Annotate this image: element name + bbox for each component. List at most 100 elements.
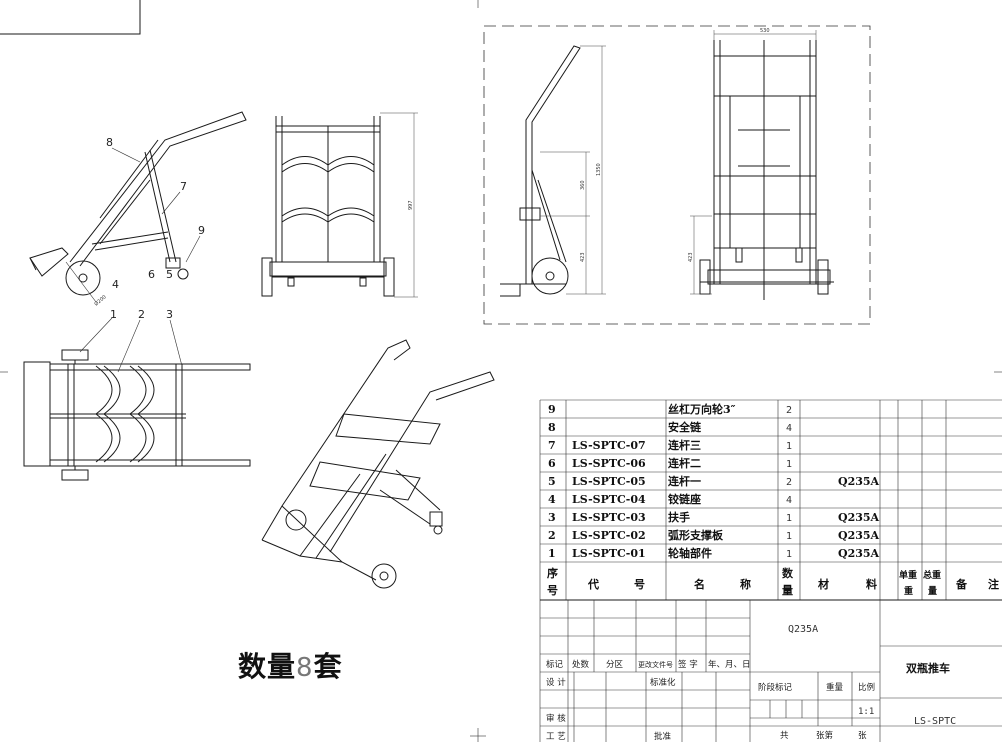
callout-6: 6 (148, 268, 155, 281)
quantity-suffix: 套 (313, 650, 343, 683)
tb-stage-mark: 阶段标记 (758, 682, 793, 693)
bom-cell-name: 轮轴部件 (668, 546, 712, 560)
quantity-count: 8 (296, 653, 314, 683)
bom-cell-code: LS-SPTC-03 (572, 511, 646, 524)
bom-cell-qty: 1 (786, 441, 792, 452)
bom-cell-name: 丝杠万向轮3″ (668, 402, 736, 416)
quantity-note: 数量8套 (238, 645, 343, 685)
bom-cell-qty: 1 (786, 459, 792, 470)
big-width-dim: 530 (760, 28, 770, 34)
tb-scale-label: 比例 (858, 682, 875, 693)
header-unit-weight-2: 重 (904, 585, 913, 597)
bom-cell-code: LS-SPTC-01 (572, 547, 646, 560)
large-view-frame: 1350 360 423 530 423 (483, 25, 871, 325)
callout-9: 9 (198, 224, 205, 237)
callout-3: 3 (166, 308, 173, 321)
tb-review: 审 核 (546, 713, 566, 724)
tb-zone: 分区 (606, 660, 624, 670)
bom-cell-name: 连杆二 (668, 456, 701, 470)
bom-cell-qty: 2 (786, 477, 792, 488)
bom-cell-no: 6 (548, 457, 556, 470)
big-mid-dim: 360 (580, 180, 586, 190)
tb-process: 工 艺 (546, 732, 566, 742)
big-low-dim: 423 (580, 252, 586, 262)
bom-cell-no: 9 (548, 403, 556, 416)
tb-standardize: 标准化 (650, 677, 676, 688)
header-no-2: 号 (547, 584, 558, 597)
bom-cell-code: LS-SPTC-04 (572, 493, 646, 506)
header-qty-1: 数 (782, 566, 794, 580)
tb-mark: 标记 (546, 659, 564, 670)
callout-4: 4 (112, 278, 119, 291)
header-remark-2: 注 (988, 577, 999, 591)
big-height-dim: 1350 (596, 163, 602, 176)
tb-weight: 重量 (826, 682, 844, 693)
bom-cell-material: Q235A (838, 529, 880, 542)
header-total-weight-2: 量 (928, 585, 937, 597)
bom-cell-code: LS-SPTC-07 (572, 439, 646, 452)
bom-cell-qty: 4 (786, 495, 792, 506)
title-block: 标记 处数 分区 更改文件号 签 字 年、月、日 设 计 标准化 审 核 工 艺… (540, 600, 1002, 742)
callout-1: 1 (110, 308, 117, 321)
bom-cell-name: 扶手 (668, 510, 690, 524)
bom-cell-code: LS-SPTC-05 (572, 475, 646, 488)
bom-cell-no: 3 (548, 511, 556, 524)
header-no-1: 序 (547, 566, 558, 580)
bom-cell-qty: 4 (786, 423, 792, 434)
header-material-1: 材 (818, 577, 829, 591)
callout-5: 5 (166, 268, 173, 281)
bom-cell-material: Q235A (838, 547, 880, 560)
big-right-low-dim: 423 (688, 252, 694, 262)
callout-2: 2 (138, 308, 145, 321)
bom-cell-name: 铰链座 (668, 492, 701, 506)
bom-cell-qty: 1 (786, 531, 792, 542)
tb-product-name: 双瓶推车 (906, 661, 950, 675)
front-height-dim: 997 (408, 200, 414, 210)
isometric-view (261, 339, 495, 589)
bom-cell-material: Q235A (838, 475, 880, 488)
tb-count: 处数 (572, 659, 590, 670)
header-unit-weight-1: 单重 (899, 569, 917, 581)
tb-approve: 批准 (654, 731, 672, 742)
header-remark-1: 备 (955, 577, 968, 591)
tb-scale-value: 1:1 (858, 707, 874, 717)
callout-7: 7 (180, 180, 187, 193)
tb-material: Q235A (788, 624, 818, 635)
header-name-2: 称 (740, 577, 751, 591)
wheel-diameter-label: Ø200 (93, 294, 108, 308)
header-qty-2: 量 (782, 584, 793, 597)
side-view: 8 7 9 4 6 5 Ø200 (29, 111, 247, 308)
bom-cell-qty: 1 (786, 549, 792, 560)
tb-signature: 签 字 (678, 659, 698, 670)
bom-table: 9 丝杠万向轮3″ 2 8 安全链 4 7 LS-SPTC-07 连杆三 1 6 LS-SPTC-06… (539, 399, 1002, 742)
front-view: 997 (261, 112, 418, 298)
header-total-weight-1: 总重 (923, 569, 941, 581)
tb-date: 年、月、日 (708, 659, 751, 670)
callout-8: 8 (106, 136, 113, 149)
tb-drawing-no: LS-SPTC (914, 716, 956, 727)
bom-cell-qty: 2 (786, 405, 792, 416)
header-code-2: 号 (634, 578, 645, 591)
tb-sheets-of: 张第 (816, 730, 834, 741)
bom-cell-no: 8 (548, 421, 556, 434)
bom-cell-no: 5 (548, 475, 556, 488)
quantity-prefix: 数量 (238, 650, 297, 683)
bom-cell-code: LS-SPTC-06 (572, 457, 646, 470)
top-view: 1 2 3 (23, 308, 251, 481)
bom-cell-name: 弧形支撑板 (668, 528, 724, 542)
bom-cell-qty: 1 (786, 513, 792, 524)
bom-cell-material: Q235A (838, 511, 880, 524)
tb-doc-no: 更改文件号 (638, 660, 673, 669)
header-name-1: 名 (694, 577, 705, 591)
bom-cell-name: 安全链 (668, 420, 702, 434)
bom-cell-name: 连杆三 (668, 438, 701, 452)
bom-cell-code: LS-SPTC-02 (572, 529, 646, 542)
tb-total: 共 (780, 731, 789, 741)
bom-cell-no: 4 (548, 493, 556, 506)
header-material-2: 料 (866, 577, 877, 591)
header-code-1: 代 (587, 577, 599, 591)
bom-cell-no: 1 (548, 547, 556, 560)
bom-cell-no: 7 (548, 439, 556, 452)
